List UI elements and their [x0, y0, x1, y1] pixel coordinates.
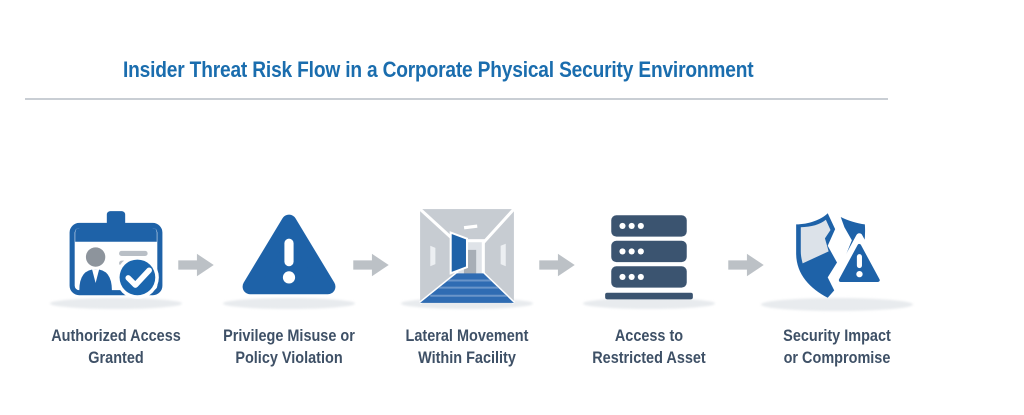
- stage-label-line2: Granted: [88, 348, 144, 367]
- stage-label-line2: or Compromise: [783, 348, 891, 367]
- title-divider: [25, 98, 888, 100]
- icon-shadow: [50, 298, 182, 309]
- stage-label-line2: Policy Violation: [235, 348, 343, 367]
- stage-label: Access to Restricted Asset: [573, 325, 726, 369]
- stage-label-line1: Security Impact: [783, 326, 891, 345]
- flow-arrow-icon: [727, 251, 765, 279]
- stage-label-line1: Privilege Misuse or: [223, 326, 355, 345]
- stage-label: Authorized Access Granted: [40, 325, 193, 369]
- stage-label: Security Impact or Compromise: [761, 325, 914, 369]
- stage-label: Lateral Movement Within Facility: [391, 325, 544, 369]
- icon-shadow: [223, 298, 355, 309]
- stage-security-impact: Security Impact or Compromise: [747, 205, 927, 367]
- page-title: Insider Threat Risk Flow in a Corporate …: [123, 57, 754, 82]
- warning-triangle-icon: [237, 205, 341, 307]
- flow-arrow-icon: [352, 251, 390, 279]
- corridor-icon: [415, 205, 519, 307]
- stage-label-line1: Authorized Access: [51, 326, 181, 345]
- flow-arrow-icon: [177, 251, 215, 279]
- stage-label-line2: Restricted Asset: [592, 348, 706, 367]
- icon-shadow: [401, 298, 533, 309]
- stage-label-line1: Access to: [614, 326, 684, 345]
- broken-shield-warning-icon: [785, 205, 889, 307]
- stage-authorized-access: Authorized Access Granted: [26, 205, 206, 367]
- stage-label-line1: Lateral Movement: [405, 326, 529, 345]
- server-stack-icon: [597, 205, 701, 307]
- stage-label: Privilege Misuse or Policy Violation: [213, 325, 366, 369]
- stage-label-line2: Within Facility: [418, 348, 516, 367]
- stage-restricted-asset: Access to Restricted Asset: [559, 205, 739, 367]
- stage-lateral-movement: Lateral Movement Within Facility: [377, 205, 557, 367]
- stage-privilege-misuse: Privilege Misuse or Policy Violation: [199, 205, 379, 367]
- id-badge-check-icon: [64, 205, 168, 307]
- flow-arrow-icon: [538, 251, 576, 279]
- icon-shadow: [583, 298, 715, 309]
- icon-shadow: [761, 298, 913, 311]
